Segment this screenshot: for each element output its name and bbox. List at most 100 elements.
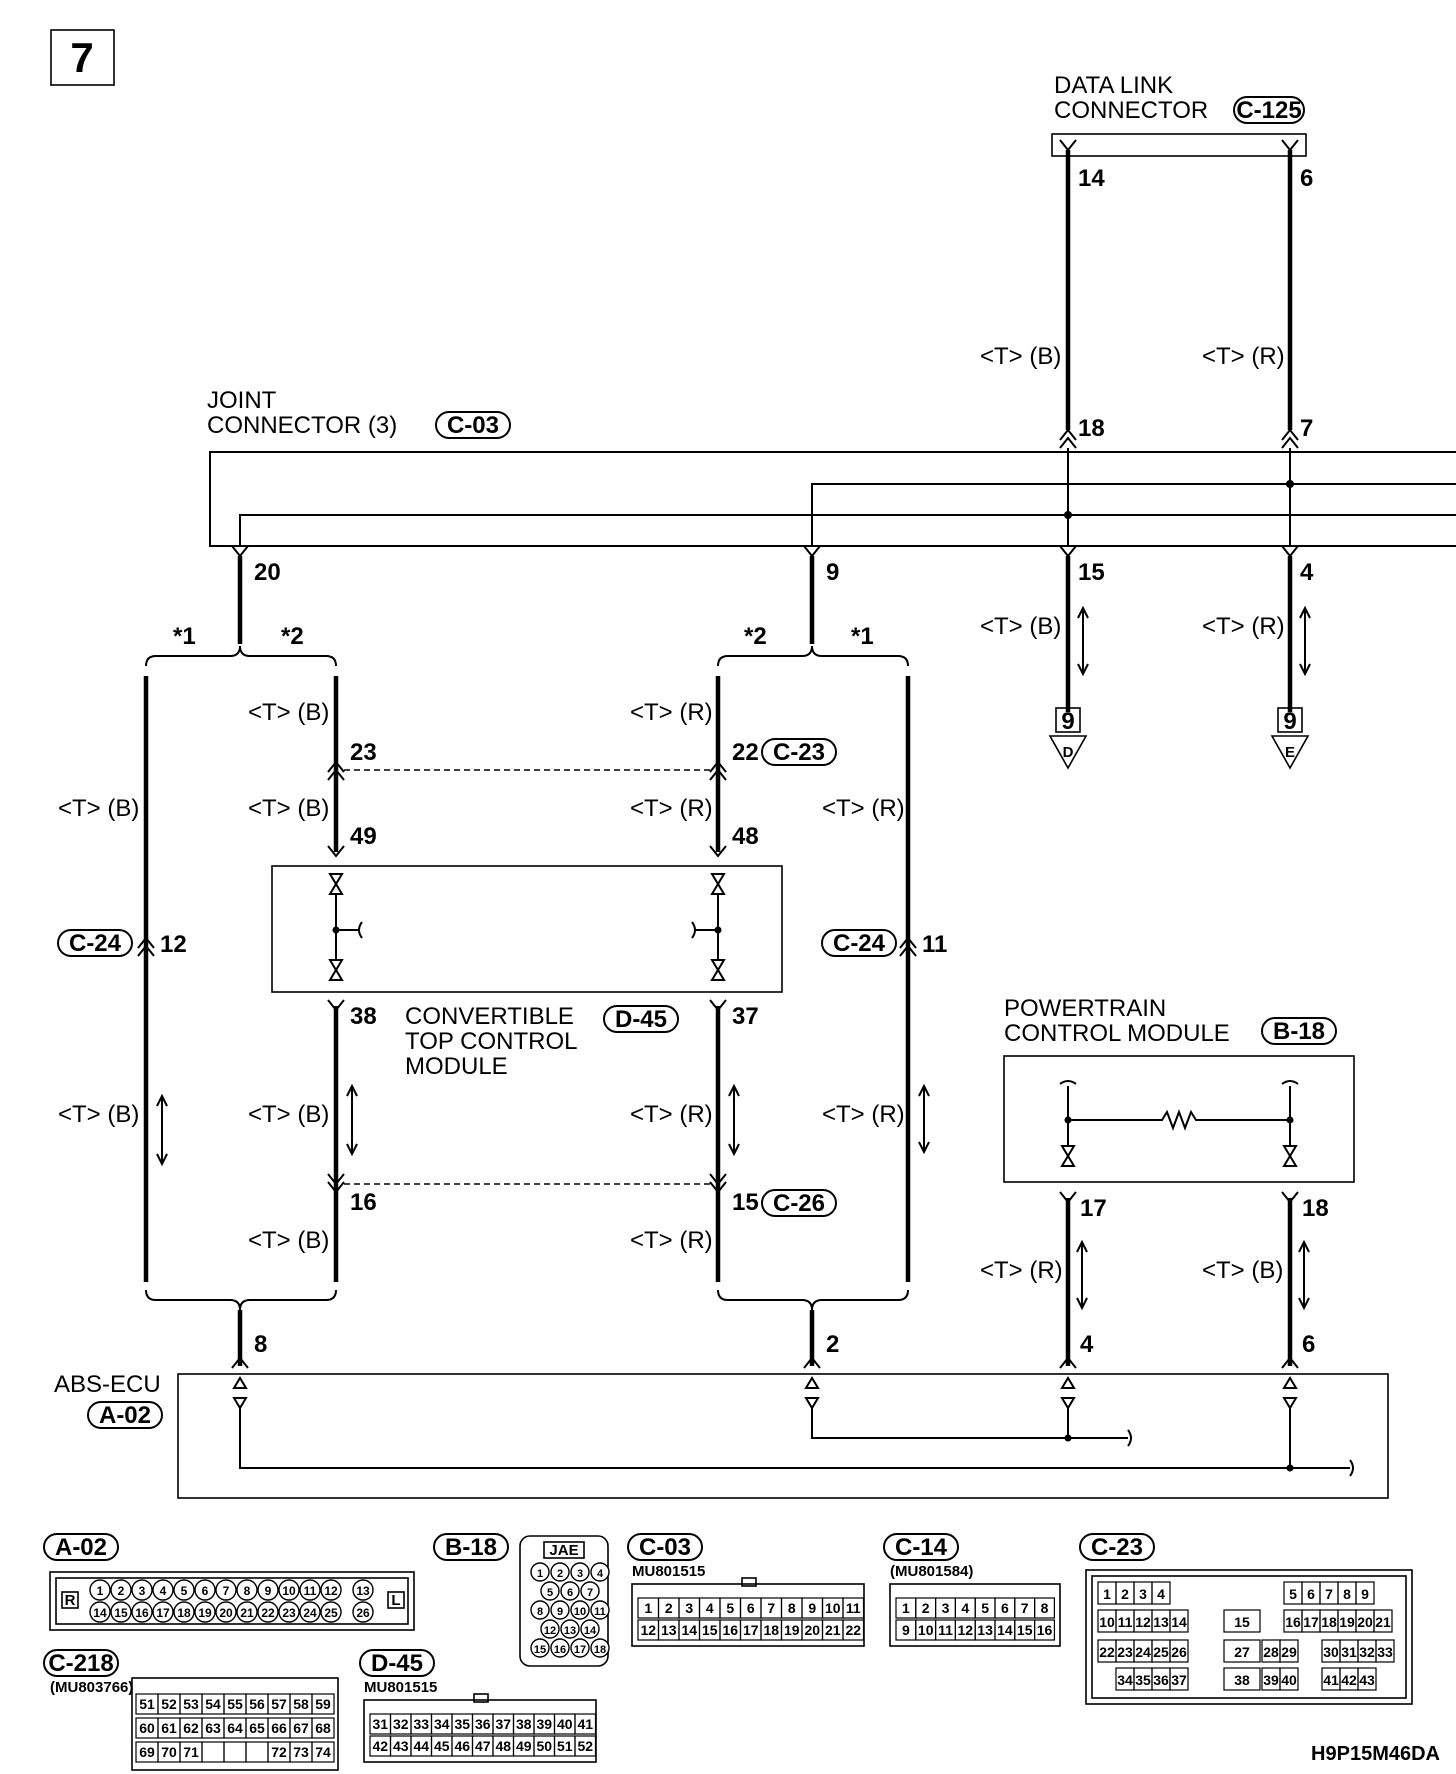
connector-pin-number: 59 [315,1696,331,1712]
pin-14: 14 [1078,165,1105,192]
face-d45-part: MU801515 [364,1679,437,1696]
d45-tag [603,1005,679,1033]
pin-17: 17 [1080,1195,1107,1222]
wire-label: <T> (B) [58,795,139,822]
connector-pin-number: 16 [722,1622,738,1638]
connector-pin-number: 15 [702,1622,718,1638]
connector-pin-cell [1169,1667,1189,1691]
connector-pin [194,1579,216,1601]
c03-tag [435,411,511,439]
connector-pin-number: 44 [413,1738,429,1754]
connector-pin-number: 20 [804,1622,820,1638]
connector-pin [257,1601,279,1623]
note-star2: *2 [744,623,767,650]
connector-pin [352,1601,374,1623]
connector-pin-cell [1357,1667,1377,1691]
connector-pin-number: 7 [767,1600,775,1616]
convertible-label-3: MODULE [405,1053,508,1080]
connector-pin-number: 1 [1103,1586,1111,1602]
pin-4: 4 [1300,559,1314,586]
connector-pin-number: 10 [825,1600,841,1616]
connector-pin-number: 42 [372,1738,388,1754]
wire-label: <T> (B) [1202,1257,1283,1284]
face-c23-code: C-23 [1091,1534,1143,1561]
connector-pin-number: 6 [202,1584,209,1598]
convertible-module-box [271,865,783,993]
face-c218-code: C-218 [48,1650,113,1677]
connector-pin-number: 64 [227,1720,243,1736]
connector-pin-number: 4 [706,1600,714,1616]
connector-pin-number: 6 [567,1587,573,1599]
connector-pin-number: 5 [181,1584,188,1598]
connector-pin-number: 34 [1117,1672,1133,1688]
pin-6: 6 [1300,165,1313,192]
connector-pin-number: 41 [577,1716,593,1732]
pin-48: 48 [732,823,759,850]
connector-pin-number: 40 [1281,1672,1297,1688]
connector-pin-number: 15 [1234,1614,1250,1630]
wire-label: <T> (R) [1202,613,1285,640]
connector-pin [299,1601,321,1623]
figure-code: H9P15M46DA [1311,1743,1440,1765]
face-b18-maker: JAE [549,1542,578,1559]
connector-pin-number: 35 [1135,1672,1151,1688]
connector-pin-number: 1 [902,1600,910,1616]
connector-pin-cell [1223,1667,1261,1691]
connector-pin-number: 61 [161,1720,177,1736]
connector-pin-number: 13 [356,1584,370,1598]
connector-pin-cell [311,1717,335,1739]
connector-pin-number: 45 [434,1738,450,1754]
c24-code-2: C-24 [833,930,886,957]
wire-label: <T> (R) [822,1101,905,1128]
connector-pin-number: 63 [205,1720,221,1736]
connector-pin-number: 8 [537,1606,543,1618]
face-b18 [519,1535,609,1667]
connector-pin-number: 10 [574,1606,586,1618]
wire-label: <T> (B) [248,699,329,726]
face-a02 [49,1571,415,1631]
connector-pin-number: 7 [223,1584,230,1598]
connector-pin-number: 36 [475,1716,491,1732]
connector-pin-number: 70 [161,1744,177,1760]
connector-pin-number: 23 [1117,1644,1133,1660]
b18-code: B-18 [1273,1018,1325,1045]
connector-pin [540,1619,560,1639]
connector-pin [530,1600,550,1620]
connector-pin-number: 32 [1359,1644,1375,1660]
connector-pin-number: 38 [1234,1672,1250,1688]
connector-pin-number: 13 [661,1622,677,1638]
c125-code: C-125 [1236,97,1301,124]
connector-pin-number: 11 [1118,1614,1133,1630]
connector-pin-number: 23 [282,1606,296,1620]
a02-code: A-02 [99,1402,151,1429]
connector-pin-number: 71 [183,1744,199,1760]
connector-pin-number: 21 [1375,1614,1391,1630]
connector-pin [550,1638,570,1658]
connector-pin-number: 18 [1321,1614,1337,1630]
face-d45-code: D-45 [371,1650,423,1677]
cont-e-letter: E [1285,744,1295,761]
connector-pin-number: 14 [681,1622,697,1638]
connector-pin [89,1579,111,1601]
connector-pin [194,1601,216,1623]
connector-pin-number: 36 [1153,1672,1169,1688]
connector-pin-number: 31 [372,1716,388,1732]
joint-label-1: JOINT [207,387,277,414]
connector-pin-cell [1169,1609,1189,1633]
connector-pin-number: 5 [981,1600,989,1616]
connector-pin-cell [574,1735,597,1757]
connector-pin-number: 3 [577,1568,583,1580]
connector-pin-number: 32 [393,1716,409,1732]
pin-7: 7 [1300,415,1313,442]
pin-16: 16 [350,1189,377,1216]
connector-pin [236,1601,258,1623]
connector-pin-number: 26 [1171,1644,1187,1660]
c23-tag [761,738,837,766]
connector-pin-number: 8 [244,1584,251,1598]
connector-pin [560,1581,580,1601]
connector-pin [236,1579,258,1601]
connector-pin-number: 4 [597,1568,604,1580]
connector-pin-number: 35 [454,1716,470,1732]
connector-pin-number: 1 [644,1600,652,1616]
wire-label: <T> (B) [980,613,1061,640]
